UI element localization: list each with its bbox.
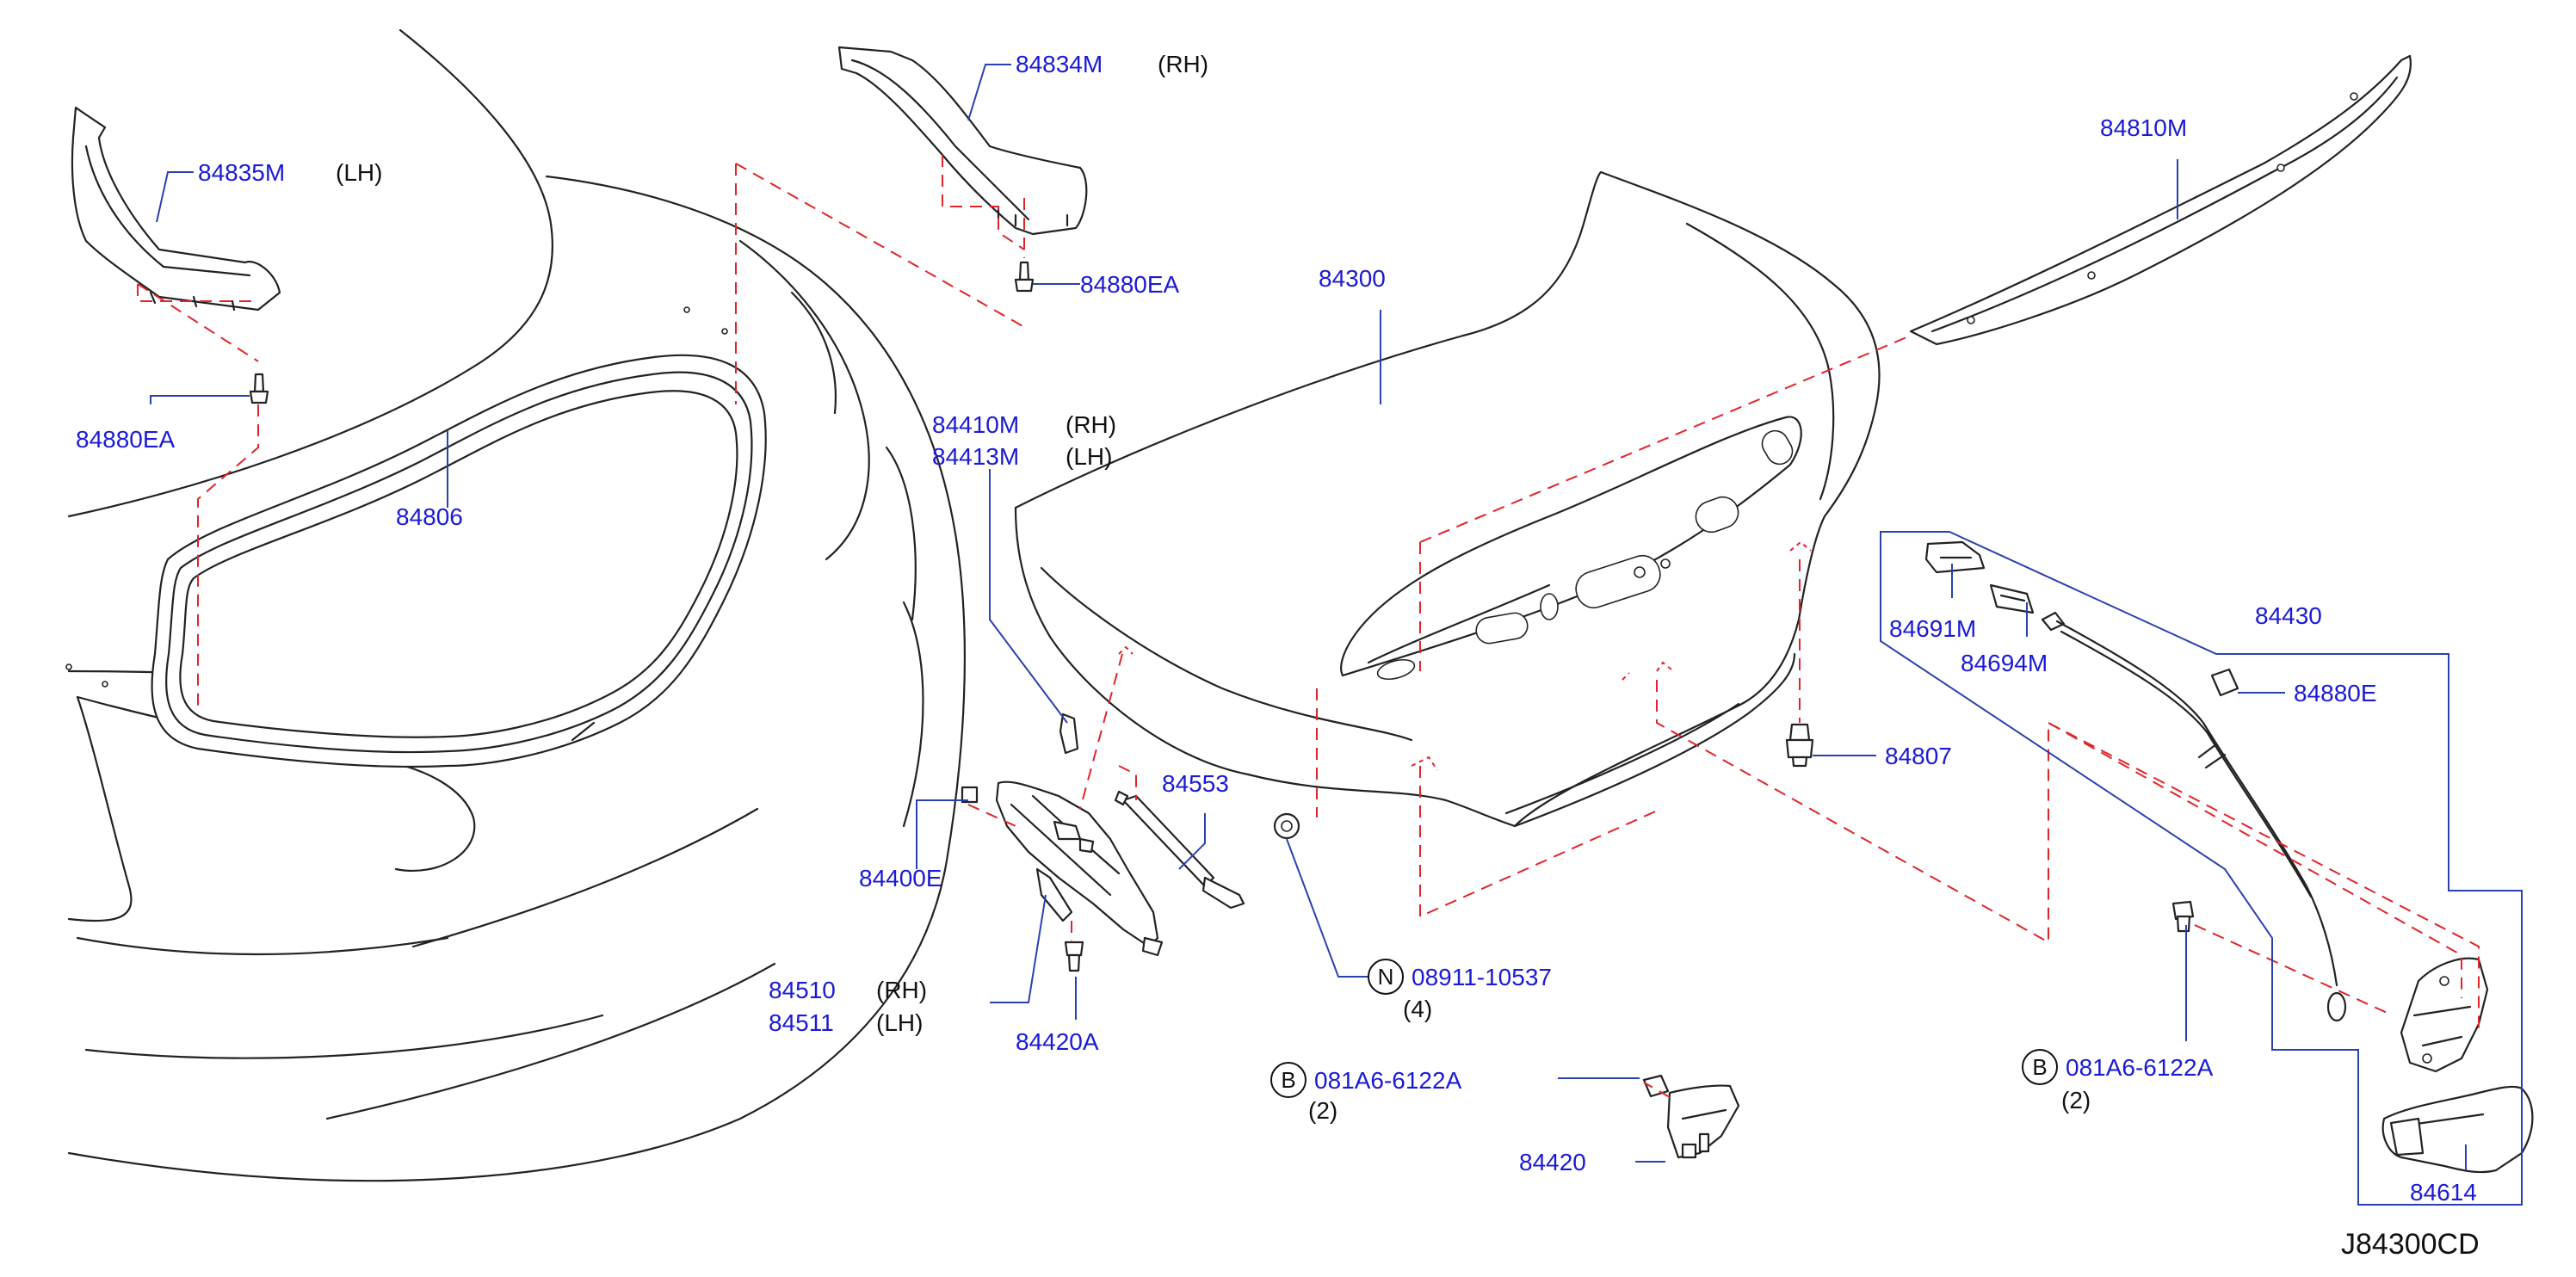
trunk-weatherstrip-84806 bbox=[151, 354, 767, 768]
grommet-08911 bbox=[1273, 812, 1300, 840]
label-081A6-center: B 081A6-6122A (2) bbox=[1270, 1062, 1462, 1124]
leader-lines bbox=[150, 64, 2523, 1206]
cover-84614 bbox=[2381, 1085, 2534, 1174]
bolt-84420A bbox=[1064, 941, 1084, 972]
trunk-lid-84300 bbox=[1014, 170, 1881, 828]
label-84413M: 84413M bbox=[932, 443, 1019, 470]
label-84400E: 84400E bbox=[859, 865, 942, 891]
label-84430: 84430 bbox=[2255, 602, 2322, 629]
label-84300: 84300 bbox=[1319, 265, 1386, 292]
label-84510: 84510 bbox=[769, 977, 836, 1003]
label-84410M-side: (RH) bbox=[1066, 411, 1116, 438]
switch-84694M bbox=[1989, 583, 2035, 614]
label-84880EA-left: 84880EA bbox=[76, 426, 176, 453]
qty-081A6-center: (2) bbox=[1308, 1097, 1337, 1124]
rear-spoiler-84810M bbox=[1909, 54, 2412, 346]
striker-84420 bbox=[1642, 1074, 1740, 1159]
label-84553: 84553 bbox=[1162, 770, 1229, 797]
badge-08911: N bbox=[1378, 964, 1394, 990]
label-081A6-right: B 081A6-6122A (2) bbox=[2022, 1049, 2214, 1114]
hinge-84410M bbox=[995, 713, 1164, 957]
trunk-finisher-84835M bbox=[71, 106, 281, 312]
label-84694M: 84694M bbox=[1961, 650, 2048, 676]
label-84835M-side: (LH) bbox=[336, 159, 382, 186]
label-84420: 84420 bbox=[1519, 1149, 1586, 1175]
qty-08911: (4) bbox=[1403, 996, 1432, 1022]
number-081A6-right: 081A6-6122A bbox=[2066, 1054, 2214, 1081]
label-84880EA-top: 84880EA bbox=[1080, 271, 1180, 298]
badge-081A6-center: B bbox=[1281, 1067, 1295, 1093]
clip-84880E bbox=[2210, 668, 2239, 697]
labels: 84835M (LH) 84834M (RH) 84880EA 84880EA … bbox=[76, 51, 2480, 1261]
opener-84691M bbox=[1924, 540, 1986, 574]
bumper-84807 bbox=[1785, 723, 1814, 768]
label-84511: 84511 bbox=[769, 1009, 834, 1036]
lock-assembly bbox=[2400, 957, 2489, 1073]
assembly-dashes bbox=[137, 155, 2480, 1098]
clip-84880EA-left bbox=[249, 373, 269, 404]
label-08911-10537: N 08911-10537 (4) bbox=[1368, 959, 1552, 1022]
latch-cable-84430 bbox=[2041, 611, 2347, 1022]
badge-081A6-right: B bbox=[2032, 1054, 2047, 1080]
label-84880E: 84880E bbox=[2294, 680, 2377, 706]
label-84835M: 84835M bbox=[198, 159, 285, 186]
label-84413M-side: (LH) bbox=[1066, 443, 1112, 470]
label-84410M: 84410M bbox=[932, 411, 1019, 438]
bumper-84400E bbox=[961, 786, 979, 804]
label-84614: 84614 bbox=[2410, 1179, 2477, 1206]
lock-81A6-bolt bbox=[2171, 900, 2195, 933]
number-081A6-center: 081A6-6122A bbox=[1314, 1067, 1462, 1094]
diagram-code: J84300CD bbox=[2341, 1228, 2480, 1261]
clip-84880EA-top bbox=[1014, 261, 1035, 293]
label-84806: 84806 bbox=[396, 503, 463, 530]
label-84810M: 84810M bbox=[2100, 114, 2187, 141]
gas-stay-84553 bbox=[1114, 790, 1245, 910]
label-84807: 84807 bbox=[1885, 743, 1952, 769]
label-84691M: 84691M bbox=[1889, 615, 1976, 642]
number-08911: 08911-10537 bbox=[1412, 964, 1552, 990]
qty-081A6-right: (2) bbox=[2061, 1087, 2091, 1114]
label-84834M: 84834M bbox=[1016, 51, 1103, 77]
label-84511-side: (LH) bbox=[876, 1009, 923, 1036]
label-84510-side: (RH) bbox=[876, 977, 927, 1003]
label-84834M-side: (RH) bbox=[1158, 51, 1208, 77]
label-84420A: 84420A bbox=[1016, 1028, 1099, 1055]
